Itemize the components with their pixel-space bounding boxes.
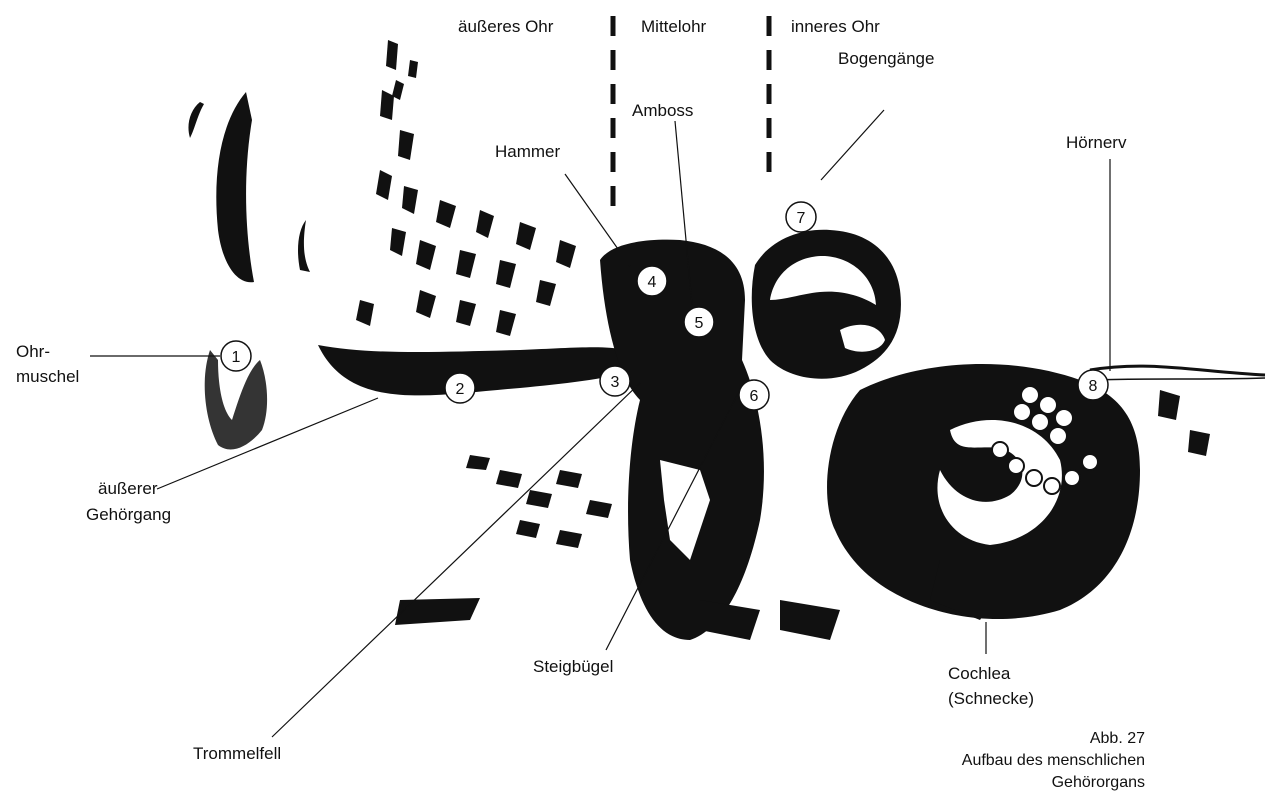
leader-canal (157, 398, 378, 489)
marker-5-label: 5 (695, 315, 704, 332)
caption-title-line1: Aufbau des menschlichen (962, 752, 1145, 769)
figure-caption: Abb. 27 Aufbau des menschlichen Gehörorg… (962, 730, 1145, 791)
label-nerve: Hörnerv (1066, 133, 1127, 152)
bone-texture (356, 40, 576, 336)
cochlea-mass (827, 364, 1140, 619)
label-anvil: Amboss (632, 101, 693, 120)
marker-6-label: 6 (750, 388, 759, 405)
label-cochlea-1: Cochlea (948, 664, 1011, 683)
leader-hammer (565, 174, 630, 266)
label-canals: Bogengänge (838, 49, 934, 68)
label-auricle-1: Ohr- (16, 342, 50, 361)
label-outer-ear: äußeres Ohr (458, 17, 554, 36)
label-hammer: Hammer (495, 142, 561, 161)
marker-6: 6 (739, 380, 769, 410)
leader-canals (821, 110, 884, 180)
marker-8-label: 8 (1089, 378, 1098, 395)
leader-eardrum (272, 383, 640, 737)
marker-3: 3 (600, 366, 630, 396)
label-middle-ear: Mittelohr (641, 17, 707, 36)
marker-3-label: 3 (611, 374, 620, 391)
caption-title-line2: Gehörorgans (1052, 774, 1145, 791)
marker-5: 5 (684, 307, 714, 337)
label-auricle-2: muschel (16, 367, 79, 386)
marker-2-label: 2 (456, 381, 465, 398)
auditory-nerve (1090, 366, 1265, 375)
marker-1-label: 1 (232, 349, 241, 366)
marker-7: 7 (786, 202, 816, 232)
vestibule-shape (752, 230, 901, 379)
anatomy-illustration (188, 40, 1210, 640)
marker-4: 4 (637, 266, 667, 296)
auricle-shape (188, 92, 310, 449)
middle-ear-cavity (600, 240, 764, 640)
caption-figure-number: Abb. 27 (1090, 730, 1145, 747)
marker-8: 8 (1078, 370, 1108, 400)
marker-7-label: 7 (797, 210, 806, 227)
label-cochlea-2: (Schnecke) (948, 689, 1034, 708)
label-canal-2: Gehörgang (86, 505, 171, 524)
label-inner-ear: inneres Ohr (791, 17, 880, 36)
label-canal-1: äußerer (98, 479, 158, 498)
label-eardrum: Trommelfell (193, 744, 281, 763)
marker-1: 1 (221, 341, 251, 371)
marker-2: 2 (445, 373, 475, 403)
marker-4-label: 4 (648, 274, 657, 291)
label-stirrup: Steigbügel (533, 657, 613, 676)
region-labels: äußeres Ohr Mittelohr inneres Ohr (458, 17, 880, 36)
